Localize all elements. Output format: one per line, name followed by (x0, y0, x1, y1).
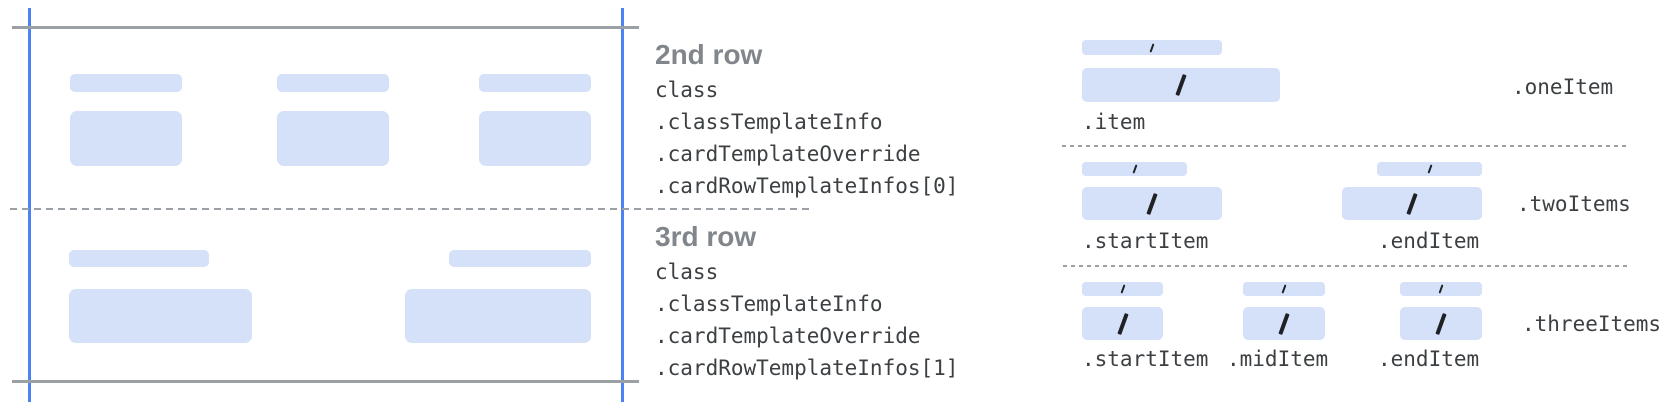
slash-icon (1281, 284, 1287, 294)
row3-path-line: .cardTemplateOverride (655, 324, 921, 348)
three-items-start-label-bar (1082, 282, 1163, 296)
row2-item1-label-placeholder (70, 74, 182, 92)
card-top-edge-line (12, 26, 639, 29)
three-items-group-label: .threeItems (1522, 312, 1662, 336)
slash-icon (1438, 284, 1444, 294)
section-separator-dotted-line (1063, 265, 1630, 267)
two-items-group-label: .twoItems (1517, 192, 1631, 216)
three-items-mid-label-bar (1243, 282, 1325, 296)
row3-path-line: class (655, 260, 719, 284)
slash-icon (1427, 164, 1432, 174)
row2-item3-label-placeholder (479, 74, 591, 92)
slash-icon (1146, 192, 1158, 215)
row2-path-line: class (655, 78, 719, 102)
row2-item2-label-placeholder (277, 74, 389, 92)
two-items-start-label-bar (1082, 162, 1187, 176)
slash-icon (1406, 192, 1418, 215)
card-right-edge-guide (621, 8, 624, 402)
row2-heading: 2nd row (655, 39, 763, 70)
three-items-end-value-bar (1400, 307, 1482, 340)
mid-item-field-label: .midItem (1227, 347, 1329, 371)
row2-path-block: 2nd row class .classTemplateInfo .cardTe… (655, 40, 1015, 202)
row3-start-label-placeholder (69, 250, 209, 267)
row2-path-line: .classTemplateInfo (655, 110, 883, 134)
slash-icon (1120, 284, 1125, 294)
two-items-start-value-bar (1082, 187, 1222, 220)
row3-heading: 3rd row (655, 221, 757, 252)
end-item-field-label: .endItem (1378, 347, 1480, 371)
slash-icon (1116, 312, 1129, 335)
one-item-value-bar (1082, 68, 1280, 102)
card-left-edge-guide (28, 8, 31, 402)
row-separator-dashed-line (10, 208, 810, 210)
end-item-field-label: .endItem (1378, 229, 1480, 253)
row2-path-line: .cardRowTemplateInfos[0] (655, 174, 959, 198)
three-items-end-label-bar (1400, 282, 1482, 296)
row3-path-line: .cardRowTemplateInfos[1] (655, 356, 959, 380)
row3-end-label-placeholder (449, 250, 591, 267)
three-items-mid-value-bar (1243, 307, 1325, 340)
slash-icon (1278, 312, 1290, 335)
row3-end-value-placeholder (405, 289, 591, 343)
slash-icon (1132, 164, 1137, 174)
slash-icon (1175, 73, 1187, 97)
start-item-field-label: .startItem (1082, 347, 1209, 371)
start-item-field-label: .startItem (1082, 229, 1209, 253)
two-items-end-label-bar (1377, 162, 1482, 176)
card-bottom-edge-line (12, 380, 639, 383)
slash-icon (1149, 42, 1155, 53)
row2-item2-value-placeholder (277, 111, 389, 166)
row3-path-block: 3rd row class .classTemplateInfo .cardTe… (655, 222, 1015, 384)
one-item-label-bar (1082, 40, 1222, 55)
section-separator-dotted-line (1062, 145, 1630, 147)
row2-item1-value-placeholder (70, 111, 182, 166)
item-field-label: .item (1082, 110, 1146, 134)
row2-item3-value-placeholder (479, 111, 591, 166)
row3-path-line: .classTemplateInfo (655, 292, 883, 316)
three-items-start-value-bar (1082, 307, 1163, 340)
row2-path-line: .cardTemplateOverride (655, 142, 921, 166)
row3-start-value-placeholder (69, 289, 252, 343)
slash-icon (1435, 312, 1447, 335)
one-item-group-label: .oneItem (1512, 75, 1614, 99)
two-items-end-value-bar (1342, 187, 1482, 220)
